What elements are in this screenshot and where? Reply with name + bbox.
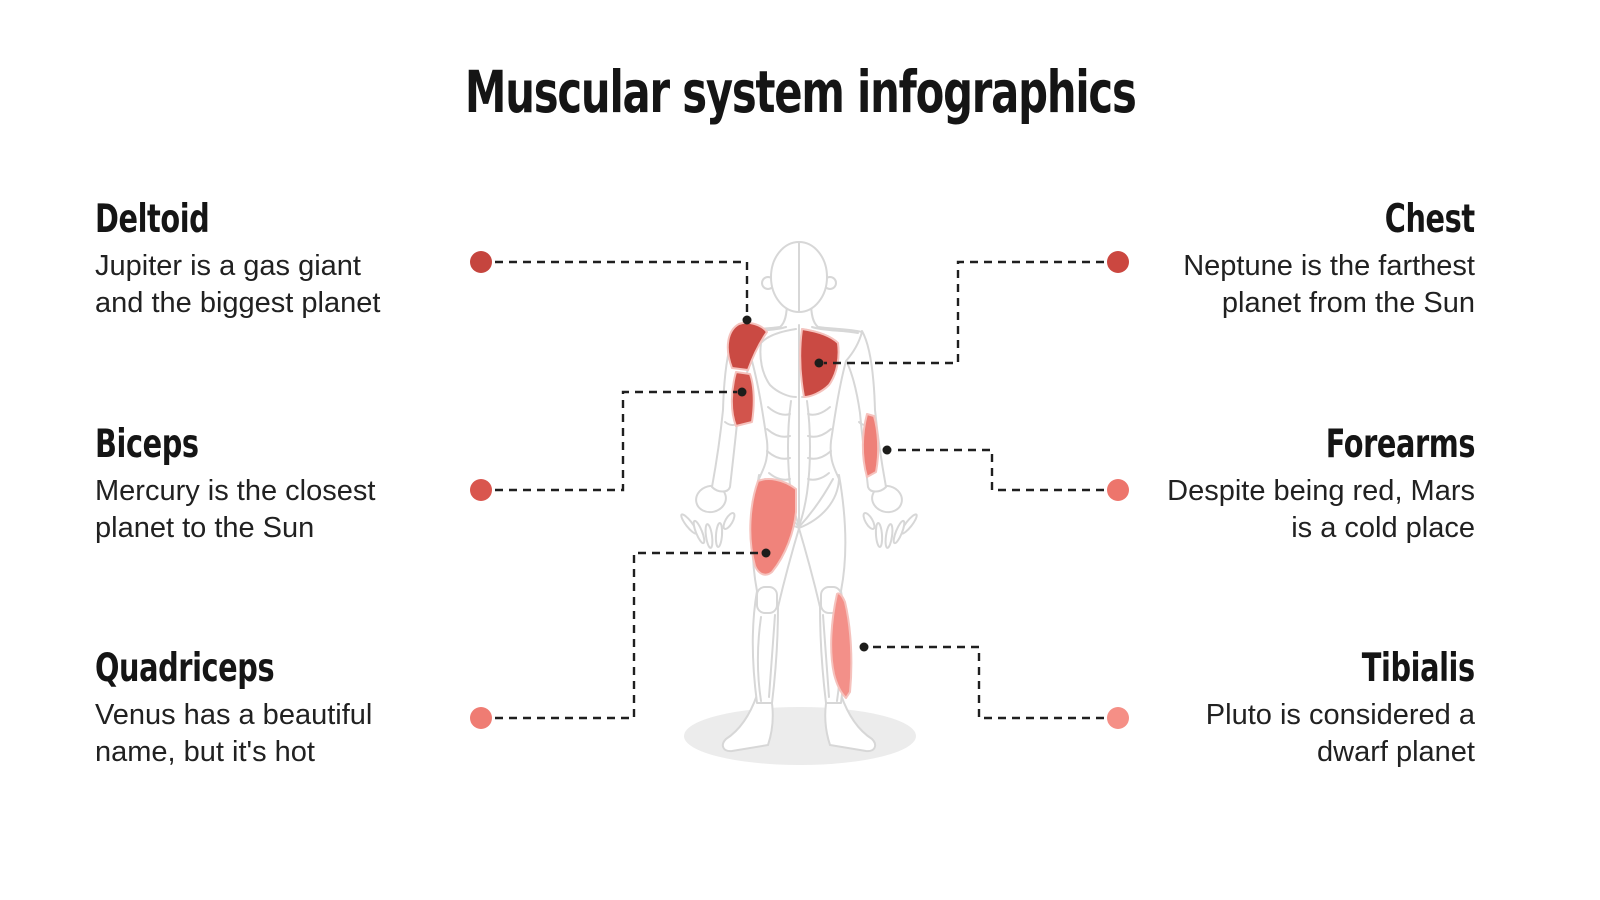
forearms-label-dot <box>1107 479 1129 501</box>
connector-biceps <box>470 387 747 501</box>
page-title: Muscular system infographics <box>464 58 1137 126</box>
biceps-pointer-dot <box>737 387 747 397</box>
connector-chest <box>814 251 1129 368</box>
right-hand <box>862 484 918 549</box>
chest-label-dot <box>1107 251 1129 273</box>
muscle-label-title: Tibialis <box>1362 646 1475 691</box>
forearms-pointer-dot <box>882 445 892 455</box>
quadriceps-label-dot <box>470 707 492 729</box>
muscle-label-title: Forearms <box>1325 422 1476 467</box>
muscle-label-title: Quadriceps <box>95 646 275 691</box>
muscle-label-title: Biceps <box>95 422 199 467</box>
connector-deltoid <box>470 251 752 325</box>
connector-quadriceps <box>470 548 771 729</box>
muscle-deltoid <box>726 321 768 371</box>
deltoid-label-dot <box>470 251 492 273</box>
right-foot <box>824 694 877 753</box>
muscle-quadriceps <box>749 478 797 576</box>
left-hand <box>680 484 736 549</box>
connector-forearms <box>882 445 1129 501</box>
deltoid-pointer-dot <box>742 315 752 325</box>
muscle-forearm <box>861 413 880 478</box>
chest-pointer-dot <box>814 358 824 368</box>
muscle-tibialis <box>830 592 853 699</box>
tibialis-pointer-dot <box>859 642 869 652</box>
body-illustration <box>680 241 918 765</box>
connector-tibialis <box>859 642 1129 729</box>
muscle-label-title: Deltoid <box>95 197 210 242</box>
biceps-label-dot <box>470 479 492 501</box>
left-foot <box>721 694 774 753</box>
tibialis-label-dot <box>1107 707 1129 729</box>
muscle-biceps <box>730 371 755 427</box>
muscle-label-title: Chest <box>1385 197 1475 242</box>
quadriceps-pointer-dot <box>761 548 771 558</box>
